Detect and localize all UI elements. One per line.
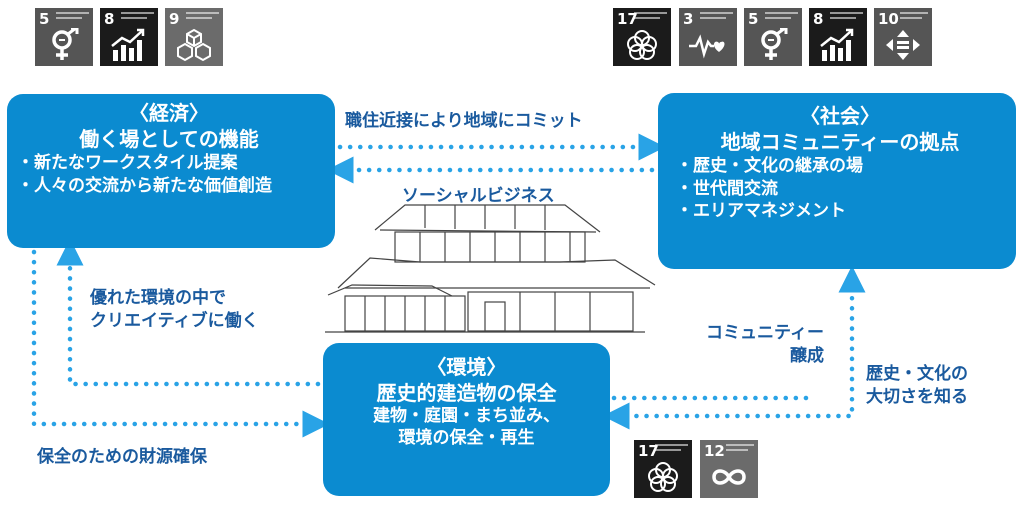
historic-building-sketch (325, 204, 656, 333)
sdg-tile-5: 5 (35, 8, 93, 66)
label-community: コミュニティー 醸成 (642, 322, 824, 368)
society-title: 〈社会〉 (800, 104, 880, 128)
label-funding: 保全のための財源確保 (37, 447, 207, 467)
reduced-inequality-icon (886, 30, 920, 60)
environment-line: 建物・庭園・まち並み、 (373, 406, 560, 427)
arrow-environment-to-economy (56, 238, 321, 387)
society-bullet: ・歴史・文化の継承の場 (676, 156, 863, 177)
gender-equality-icon (52, 28, 79, 60)
sdg-number: 5 (748, 10, 759, 28)
gender-equality-icon (761, 28, 788, 60)
growth-chart-icon (111, 28, 145, 61)
sdg-number: 8 (104, 10, 115, 28)
label-history-line: 大切さを知る (866, 386, 968, 407)
infinity-icon (712, 469, 746, 485)
economy-subtitle: 働く場としての機能 (79, 126, 259, 151)
arrow-economy-to-environment (31, 249, 330, 438)
society-bullet: ・エリアマネジメント (676, 201, 846, 222)
label-creative-line: 優れた環境の中で (90, 288, 226, 308)
label-commit: 職住近接により地域にコミット (345, 111, 583, 131)
environment-title: 〈環境〉 (426, 355, 507, 379)
sdg-number: 3 (683, 10, 694, 28)
sdg-number: 12 (704, 442, 725, 460)
society-bullet: ・世代間交流 (676, 178, 778, 199)
environment-box: 〈環境〉 歴史的建造物の保全 建物・庭園・まち並み、 環境の保全・再生 (323, 343, 610, 496)
economy-title: 〈経済〉 (129, 101, 209, 125)
sdg-number: 17 (638, 442, 659, 460)
sdg-tile-9: 9 (165, 8, 223, 66)
sdg-tile-3: 3 (679, 8, 737, 66)
sdg-tile-8: 8 (100, 8, 158, 66)
sdg-number: 9 (169, 10, 180, 28)
label-community-line: コミュニティー (706, 323, 824, 343)
economy-bullet: ・人々の交流から新たな価値創造 (17, 175, 272, 196)
growth-chart-icon (820, 28, 854, 61)
label-history: 歴史・文化の 大切さを知る (866, 363, 968, 409)
sdg-tile-12: 12 (700, 440, 758, 498)
environment-subtitle: 歴史的建造物の保全 (376, 380, 557, 405)
economy-box: 〈経済〉 働く場としての機能 ・新たなワークスタイル提案 ・人々の交流から新たな… (7, 94, 335, 248)
sdg-tile-17: 17 (634, 440, 692, 498)
label-history-line: 歴史・文化の (866, 364, 968, 384)
cubes-icon (177, 28, 211, 62)
sdg-number: 10 (878, 10, 899, 28)
partnership-flower-icon (627, 30, 657, 60)
label-creative: 優れた環境の中で クリエイティブに働く (90, 287, 259, 333)
label-social-business: ソーシャルビジネス (402, 186, 555, 206)
sdg-tile-5: 5 (744, 8, 802, 66)
label-community-line: 醸成 (790, 345, 824, 366)
label-creative-line: クリエイティブに働く (90, 310, 259, 331)
society-box: 〈社会〉 地域コミュニティーの拠点 ・歴史・文化の継承の場 ・世代間交流 ・エリ… (658, 93, 1016, 269)
partnership-flower-icon (648, 462, 678, 492)
sdg-number: 8 (813, 10, 824, 28)
sdg-number: 17 (617, 10, 638, 28)
environment-line: 環境の保全・再生 (398, 427, 535, 448)
economy-bullet: ・新たなワークスタイル提案 (17, 153, 238, 174)
heartbeat-icon (689, 34, 725, 59)
sdg-number: 5 (39, 10, 50, 28)
society-subtitle: 地域コミュニティーの拠点 (720, 129, 960, 154)
sdg-tile-8: 8 (809, 8, 867, 66)
sdg-tile-17: 17 (613, 8, 671, 66)
sdg-tile-10: 10 (874, 8, 932, 66)
